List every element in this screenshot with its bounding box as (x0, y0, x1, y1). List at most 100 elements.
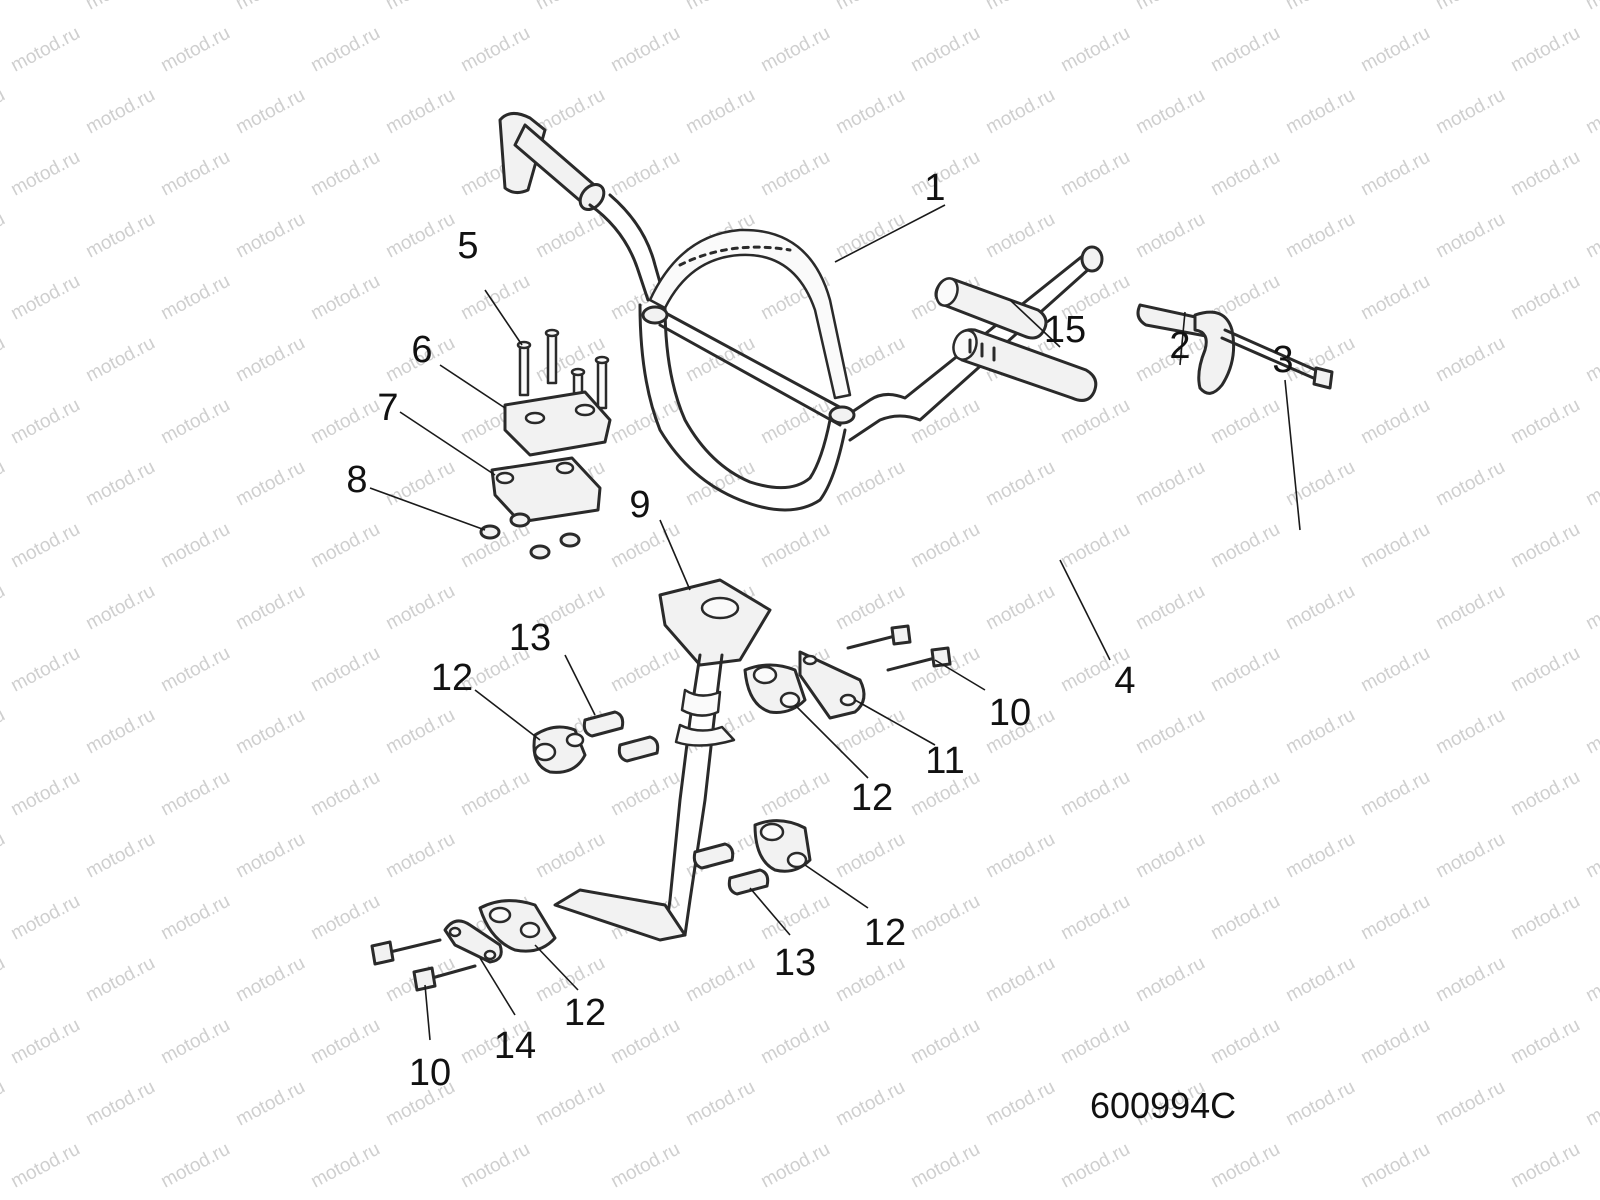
watermark: motod.ru (832, 209, 908, 263)
watermark: motod.ru (607, 643, 683, 697)
watermark: motod.ru (307, 519, 383, 573)
watermark: motod.ru (1582, 0, 1600, 14)
callout-5: 5 (457, 225, 478, 267)
watermark: motod.ru (1207, 519, 1283, 573)
watermark: motod.ru (982, 457, 1058, 511)
watermark: motod.ru (1132, 85, 1208, 139)
callout-13-lower: 13 (774, 942, 816, 984)
watermark: motod.ru (7, 395, 83, 449)
watermark: motod.ru (1207, 767, 1283, 821)
watermark: motod.ru (457, 271, 533, 325)
watermark: motod.ru (157, 271, 233, 325)
clamp-12c (753, 819, 812, 873)
callout-13-upper: 13 (509, 617, 551, 659)
watermark: motod.ru (1207, 147, 1283, 201)
watermark: motod.ru (1432, 705, 1508, 759)
watermark: motod.ru (457, 23, 533, 77)
watermark: motod.ru (757, 891, 833, 945)
watermark: motod.ru (232, 829, 308, 883)
watermark: motod.ru (757, 767, 833, 821)
watermark: motod.ru (1432, 85, 1508, 139)
watermark: motod.ru (307, 395, 383, 449)
watermark: motod.ru (832, 0, 908, 14)
watermark: motod.ru (157, 519, 233, 573)
watermark: motod.ru (1582, 209, 1600, 263)
watermark: motod.ru (82, 705, 158, 759)
callouts: 1 2 3 4 5 6 7 8 9 10 10 11 12 12 12 12 1… (346, 167, 1293, 1094)
watermark: motod.ru (1132, 457, 1208, 511)
watermark: motod.ru (607, 395, 683, 449)
watermark: motod.ru (757, 395, 833, 449)
clamp-12a (532, 725, 587, 774)
watermark: motod.ru (1432, 0, 1508, 14)
watermark: motod.ru (1207, 891, 1283, 945)
watermark: motod.ru (1432, 581, 1508, 635)
watermark: motod.ru (1582, 705, 1600, 759)
watermark: motod.ru (982, 953, 1058, 1007)
callout-11: 11 (925, 740, 964, 782)
callout-10-right: 10 (989, 692, 1031, 734)
watermark: motod.ru (382, 209, 458, 263)
watermark: motod.ru (0, 705, 9, 759)
watermark: motod.ru (307, 891, 383, 945)
clamp-12d (478, 899, 557, 953)
watermark: motod.ru (0, 457, 9, 511)
watermark: motod.ru (1507, 23, 1583, 77)
watermark: motod.ru (757, 1139, 833, 1193)
watermark: motod.ru (532, 209, 608, 263)
watermark: motod.ru (982, 581, 1058, 635)
clamp-12b (743, 663, 807, 714)
watermark: motod.ru (757, 1015, 833, 1069)
watermark: motod.ru (1057, 395, 1133, 449)
bolt-3 (1220, 328, 1334, 390)
watermark: motod.ru (1357, 767, 1433, 821)
diagram-code: 600994C (1090, 1085, 1236, 1126)
watermark: motod.ru (82, 85, 158, 139)
callout-1: 1 (924, 167, 945, 209)
watermark: motod.ru (1357, 395, 1433, 449)
watermark: motod.ru (1057, 1015, 1133, 1069)
watermark: motod.ru (1507, 891, 1583, 945)
watermark: motod.ru (682, 85, 758, 139)
watermark: motod.ru (1507, 1139, 1583, 1193)
leader-lines (369, 204, 1301, 1041)
watermark: motod.ru (1207, 1139, 1283, 1193)
watermark: motod.ru (1357, 643, 1433, 697)
watermark: motod.ru (1132, 705, 1208, 759)
watermark: motod.ru (1357, 147, 1433, 201)
watermark: motod.ru (907, 1139, 983, 1193)
watermark: motod.ru (307, 23, 383, 77)
watermark: motod.ru (757, 147, 833, 201)
watermark: motod.ru (1057, 519, 1133, 573)
watermark: motod.ru (307, 271, 383, 325)
watermark: motod.ru (982, 1077, 1058, 1131)
watermark: motod.ru (82, 457, 158, 511)
watermark: motod.ru (532, 0, 608, 14)
watermark: motod.ru (1357, 1015, 1433, 1069)
watermark: motod.ru (157, 23, 233, 77)
callout-12-upper-right: 12 (851, 777, 893, 819)
sleeve-13a (582, 710, 660, 763)
watermark: motod.ru (82, 829, 158, 883)
watermark: motod.ru (1432, 829, 1508, 883)
watermark: motod.ru (1357, 23, 1433, 77)
watermark: motod.ru (7, 767, 83, 821)
watermark: motod.ru (0, 0, 9, 14)
watermark: motod.ru (1282, 581, 1358, 635)
callout-12-upper-left: 12 (431, 657, 473, 699)
steering-post-9 (553, 578, 772, 942)
watermark: motod.ru (382, 85, 458, 139)
watermark: motod.ru (0, 85, 9, 139)
watermark: motod.ru (1282, 209, 1358, 263)
watermark: motod.ru (232, 333, 308, 387)
watermark: motod.ru (832, 829, 908, 883)
watermark: motod.ru (7, 1139, 83, 1193)
watermark: motod.ru (1507, 147, 1583, 201)
watermark: motod.ru (307, 767, 383, 821)
watermark: motod.ru (1132, 581, 1208, 635)
watermark: motod.ru (307, 643, 383, 697)
watermark: motod.ru (757, 519, 833, 573)
watermark: motod.ru (682, 1077, 758, 1131)
watermark: motod.ru (157, 891, 233, 945)
